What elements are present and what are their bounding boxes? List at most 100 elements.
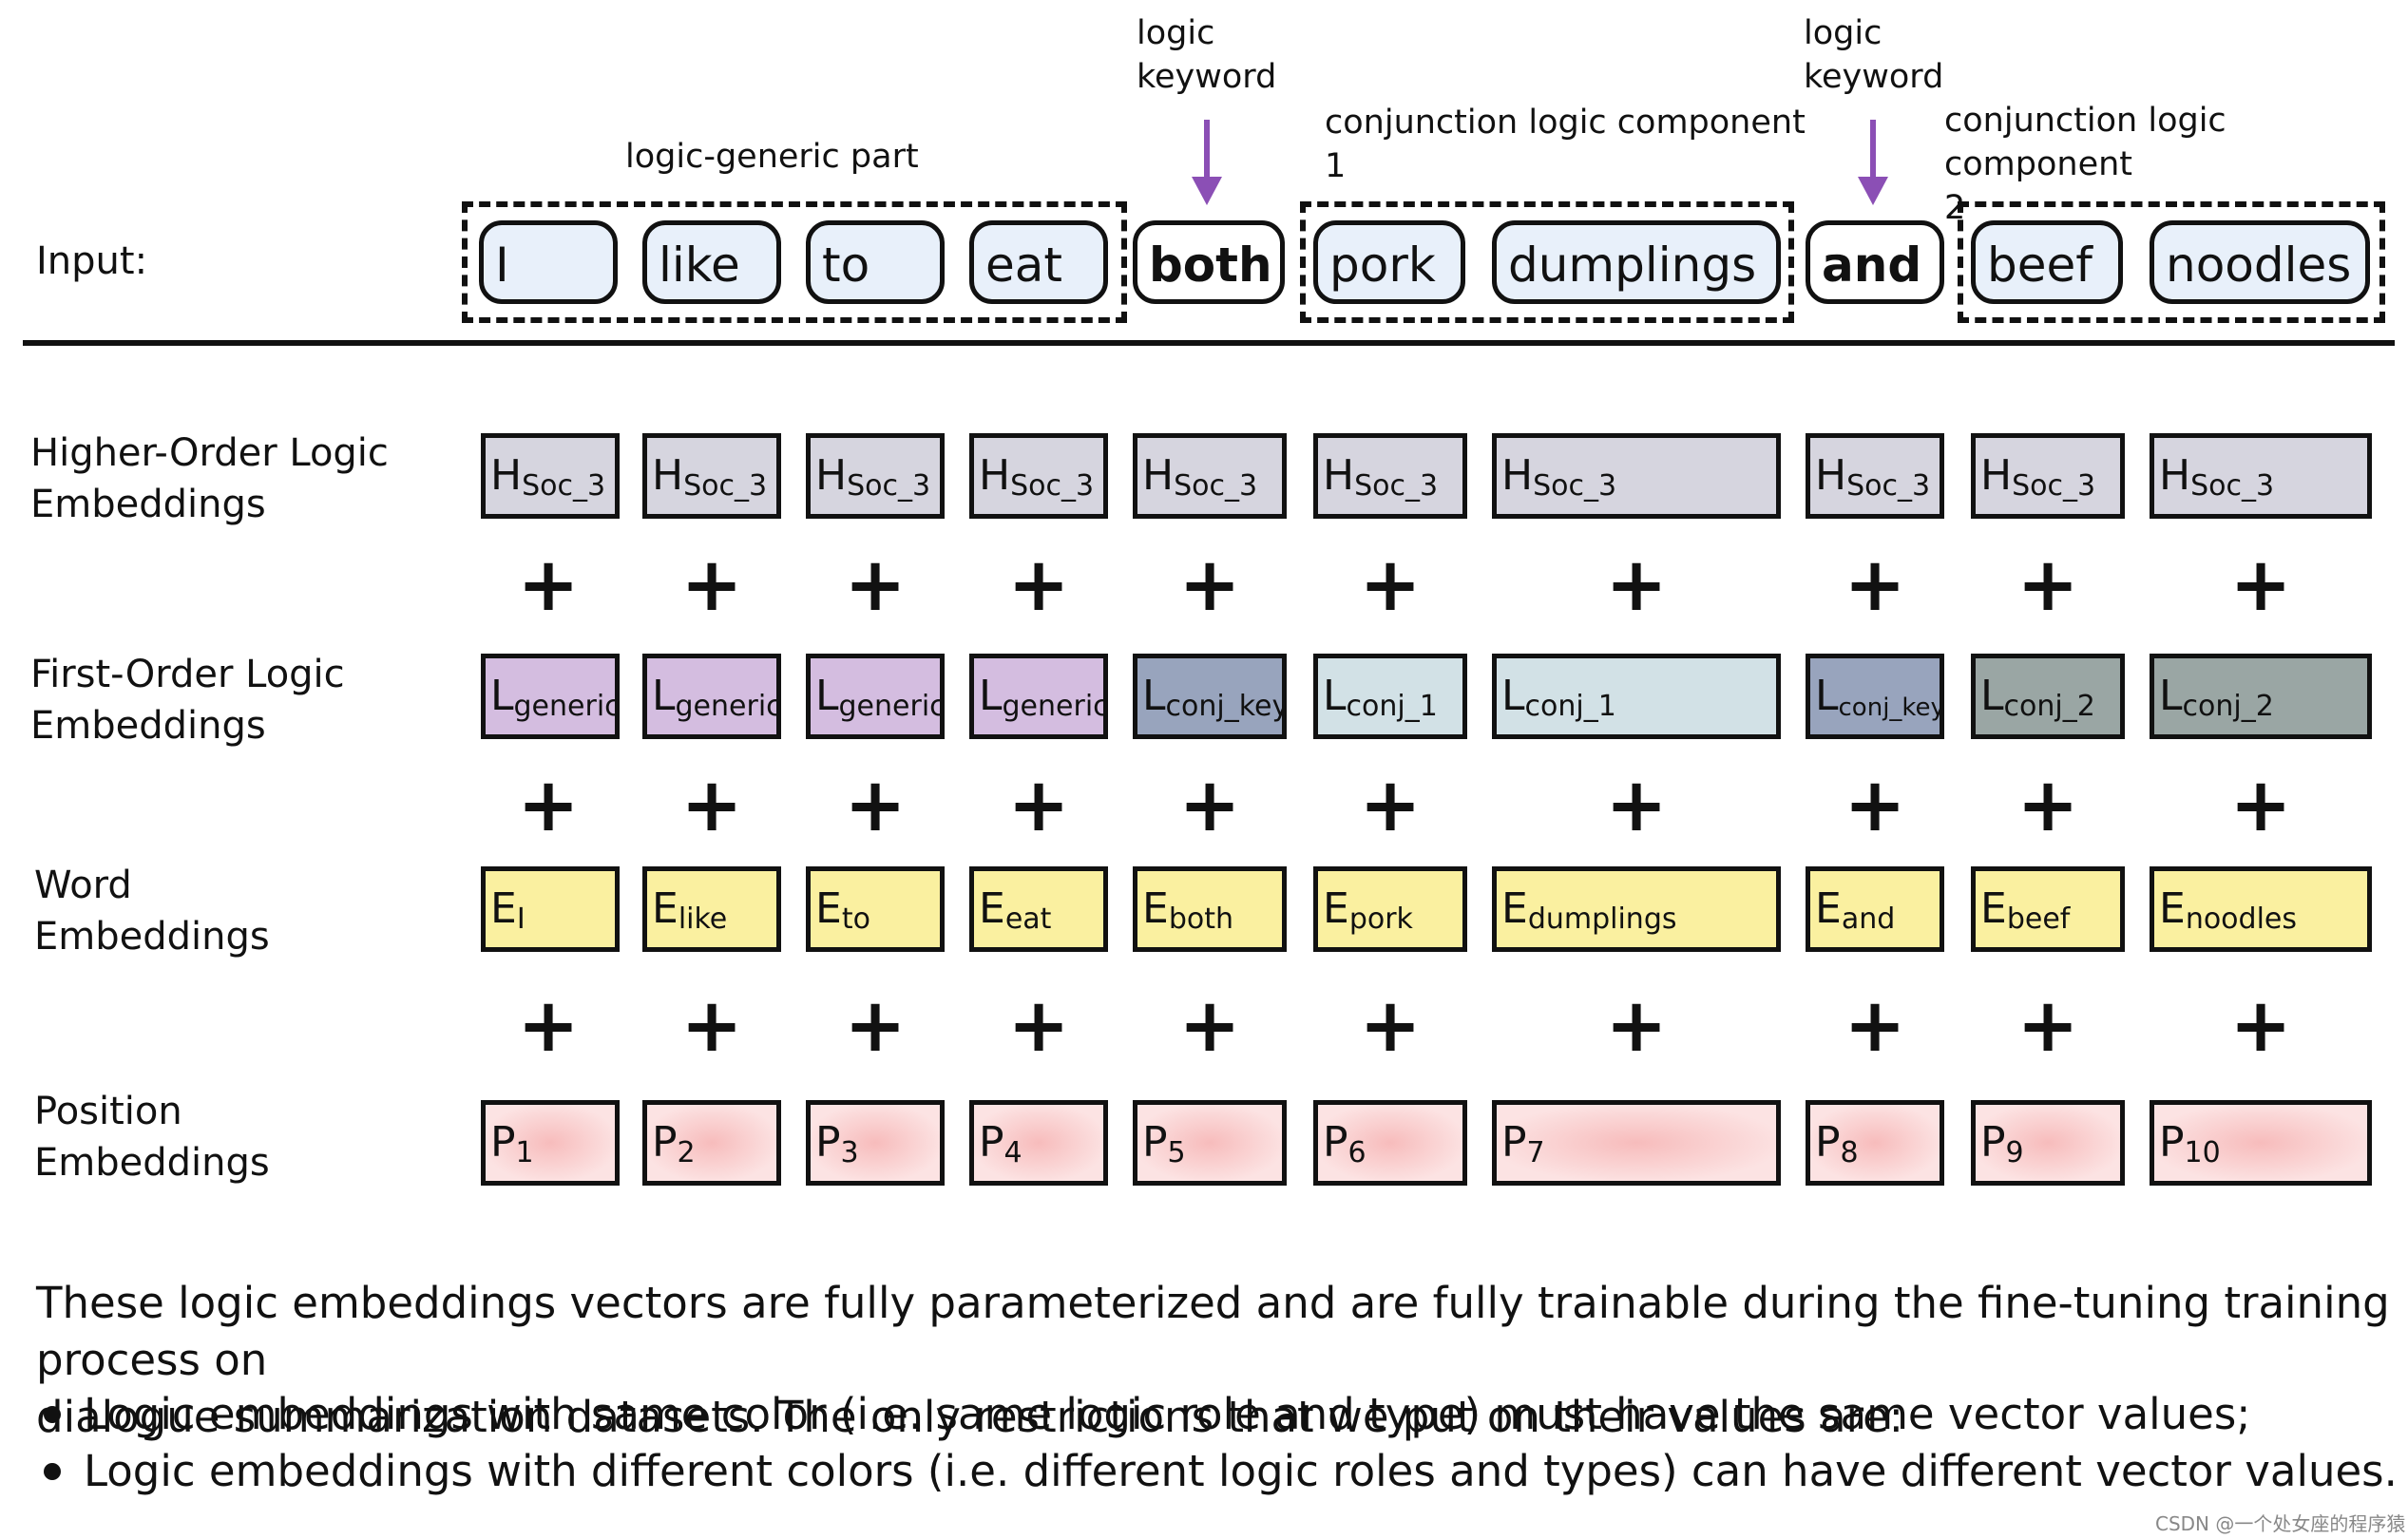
caption-line: dialogue summarization datasets. The onl… [36, 1392, 1903, 1442]
word-embedding: EI [481, 866, 620, 952]
conjunction-component-2-group [1958, 201, 2385, 323]
conjunction-component-2-annotation: conjunction logic component 2 [1944, 99, 2408, 230]
position-row-label: Position Embeddings [34, 1086, 270, 1188]
word-embedding: Enoodles [2150, 866, 2372, 952]
conjunction-component-1-annotation: conjunction logic component 1 [1325, 101, 1806, 188]
plus-icon: + [1605, 983, 1668, 1069]
position-embedding: P5 [1133, 1100, 1287, 1186]
position-embedding: P4 [969, 1100, 1108, 1186]
plus-icon: + [2229, 983, 2292, 1069]
higher-order-embedding: HSoc_3 [2150, 433, 2372, 519]
plus-icon: + [1359, 542, 1422, 628]
first-order-embedding: Lconj_2 [2150, 654, 2372, 739]
plus-icon: + [2016, 763, 2079, 848]
higher-order-embedding: HSoc_3 [969, 433, 1108, 519]
logic-generic-annotation: logic-generic part [625, 138, 919, 176]
word-embedding: Eto [806, 866, 945, 952]
input-label: Input: [36, 239, 148, 283]
plus-icon: + [1359, 763, 1422, 848]
plus-icon: + [844, 542, 907, 628]
label-line: Position [34, 1090, 182, 1133]
plus-icon: + [1844, 542, 1906, 628]
logic-keyword-token: both [1133, 220, 1285, 304]
plus-icon: + [844, 983, 907, 1069]
caption-line: These logic embeddings vectors are fully… [36, 1278, 2390, 1385]
word-row-label: Word Embeddings [34, 860, 270, 962]
label-line: Embeddings [30, 483, 266, 526]
higher-order-embedding: HSoc_3 [1806, 433, 1944, 519]
plus-icon: + [680, 983, 743, 1069]
plus-icon: + [1178, 763, 1241, 848]
logic-keyword-annotation-2: logic keyword [1804, 11, 1943, 99]
higher-order-embedding: HSoc_3 [642, 433, 781, 519]
label-line: Higher-Order Logic [30, 431, 389, 475]
input-token: like [642, 220, 781, 304]
higher-order-embedding: HSoc_3 [1492, 433, 1781, 519]
plus-icon: + [517, 542, 580, 628]
bullet-icon [44, 1463, 61, 1480]
plus-icon: + [680, 542, 743, 628]
plus-icon: + [1007, 983, 1070, 1069]
plus-icon: + [2016, 542, 2079, 628]
higher-order-embedding: HSoc_3 [1971, 433, 2125, 519]
annotation-line: logic [1137, 14, 1215, 52]
position-embedding: P8 [1806, 1100, 1944, 1186]
first-order-row-label: First-Order Logic Embeddings [30, 649, 345, 751]
logic-generic-group [462, 201, 1127, 323]
label-line: Word [34, 864, 132, 907]
position-embedding: P10 [2150, 1100, 2372, 1186]
plus-icon: + [1605, 542, 1668, 628]
plus-icon: + [1359, 983, 1422, 1069]
plus-icon: + [1844, 983, 1906, 1069]
plus-icon: + [2229, 763, 2292, 848]
input-token: I [479, 220, 618, 304]
arrow-icon [1870, 120, 1876, 180]
arrow-icon [1204, 120, 1210, 180]
plus-icon: + [2016, 983, 2079, 1069]
plus-icon: + [1605, 763, 1668, 848]
word-embedding: Eboth [1133, 866, 1287, 952]
first-order-embedding: Lgeneric [642, 654, 781, 739]
plus-icon: + [1007, 763, 1070, 848]
annotation-line: conjunction logic component [1944, 102, 2226, 183]
word-embedding: Ebeef [1971, 866, 2125, 952]
position-embedding: P7 [1492, 1100, 1781, 1186]
first-order-embedding: Lconj_key [1806, 654, 1944, 739]
input-token: eat [969, 220, 1108, 304]
position-embedding: P6 [1313, 1100, 1467, 1186]
watermark: CSDN @一个处女座的程序猿 [2155, 1512, 2406, 1535]
arrow-head-icon [1192, 177, 1222, 205]
plus-icon: + [2229, 542, 2292, 628]
position-embedding: P1 [481, 1100, 620, 1186]
position-embedding: P3 [806, 1100, 945, 1186]
word-embedding: Eeat [969, 866, 1108, 952]
input-token: dumplings [1492, 220, 1781, 304]
higher-order-embedding: HSoc_3 [1133, 433, 1287, 519]
first-order-embedding: Lgeneric [481, 654, 620, 739]
plus-icon: + [844, 763, 907, 848]
logic-keyword-annotation-1: logic keyword [1137, 11, 1276, 99]
caption: These logic embeddings vectors are fully… [36, 1275, 2408, 1446]
plus-icon: + [1178, 542, 1241, 628]
logic-keyword-token: and [1806, 220, 1944, 304]
label-line: Embeddings [34, 1141, 270, 1185]
annotation-line: keyword [1804, 58, 1944, 96]
first-order-embedding: Lconj_key [1133, 654, 1287, 739]
first-order-embedding: Lconj_1 [1492, 654, 1781, 739]
bullet-icon [44, 1406, 61, 1423]
caption-bullet: Logic embeddings with same color (i.e. s… [84, 1389, 2251, 1439]
label-line: Embeddings [30, 704, 266, 748]
plus-icon: + [517, 983, 580, 1069]
word-embedding: Elike [642, 866, 781, 952]
arrow-head-icon [1858, 177, 1888, 205]
plus-icon: + [1178, 983, 1241, 1069]
annotation-line: keyword [1137, 58, 1277, 96]
plus-icon: + [517, 763, 580, 848]
higher-order-embedding: HSoc_3 [1313, 433, 1467, 519]
label-line: First-Order Logic [30, 653, 345, 696]
annotation-line: 1 [1325, 147, 1347, 185]
higher-order-embedding: HSoc_3 [481, 433, 620, 519]
higher-order-row-label: Higher-Order Logic Embeddings [30, 428, 389, 530]
plus-icon: + [1007, 542, 1070, 628]
plus-icon: + [1844, 763, 1906, 848]
